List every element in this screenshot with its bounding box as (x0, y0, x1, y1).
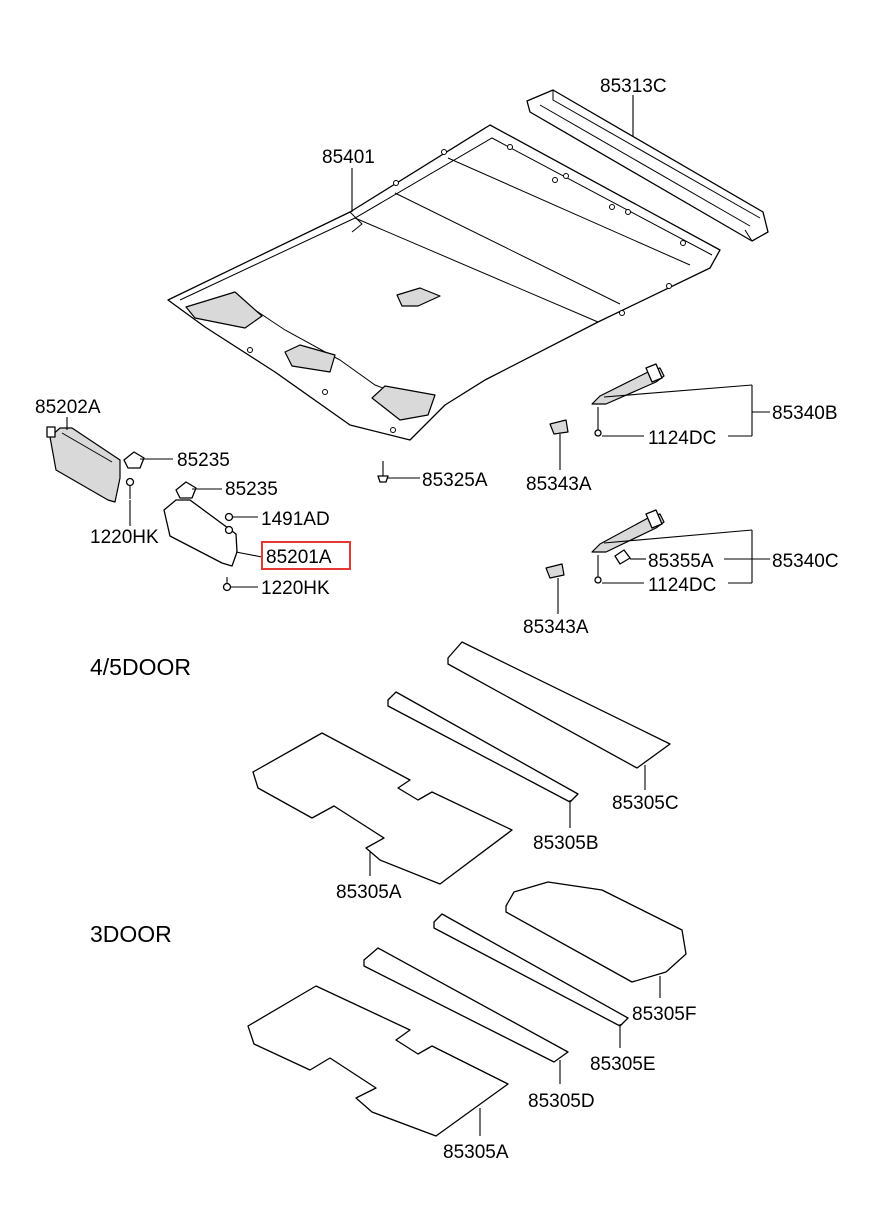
label-85305E[interactable]: 85305E (590, 1054, 656, 1075)
grab-handle-85340C[interactable] (591, 509, 665, 584)
label-85305A-3door[interactable]: 85305A (443, 1142, 509, 1163)
label-85305A-45door[interactable]: 85305A (336, 882, 402, 903)
label-1220HK-b[interactable]: 1220HK (261, 578, 330, 599)
label-85401[interactable]: 85401 (322, 147, 375, 168)
section-title-4-5door: 4/5DOOR (90, 654, 191, 680)
label-85340C[interactable]: 85340C (772, 551, 839, 572)
label-1491AD[interactable]: 1491AD (261, 509, 330, 530)
label-1220HK-a[interactable]: 1220HK (90, 527, 159, 548)
label-85343A-b[interactable]: 85343A (523, 617, 589, 638)
label-85305F[interactable]: 85305F (632, 1004, 696, 1025)
pad-85305B[interactable] (387, 691, 579, 803)
cap-85343A-b[interactable] (545, 563, 565, 579)
fastener-1491AD[interactable] (224, 512, 234, 522)
sunvisor-85201A[interactable] (163, 499, 238, 567)
label-85305C[interactable]: 85305C (612, 793, 679, 814)
label-85305B[interactable]: 85305B (533, 833, 599, 854)
label-1124DC-b[interactable]: 1124DC (648, 575, 716, 596)
screw-1220HK-a[interactable] (125, 477, 135, 500)
pad-85305A-3door[interactable] (247, 985, 509, 1137)
label-85202A[interactable]: 85202A (35, 397, 101, 418)
label-85343A-a[interactable]: 85343A (526, 474, 592, 495)
pad-85305C[interactable] (447, 641, 671, 769)
clip-85235-b[interactable] (175, 481, 197, 499)
pad-85305E[interactable] (433, 913, 629, 1027)
clip-85235-a[interactable] (123, 451, 145, 469)
headliner-85401[interactable] (167, 124, 721, 441)
label-85235-a[interactable]: 85235 (177, 450, 230, 471)
section-title-3door: 3DOOR (90, 921, 172, 947)
label-85305D[interactable]: 85305D (528, 1091, 595, 1112)
clip-85325A[interactable] (377, 461, 389, 483)
label-85340B[interactable]: 85340B (772, 403, 838, 424)
screw-1220HK-b[interactable] (222, 577, 232, 592)
roof-rail-85313C[interactable] (526, 89, 769, 242)
cap-85343A-a[interactable] (549, 419, 569, 435)
label-85355A[interactable]: 85355A (648, 551, 714, 572)
highlight-box-85201A (261, 541, 351, 570)
sunvisor-85202A[interactable] (46, 426, 121, 503)
pad-85305D[interactable] (363, 947, 569, 1063)
label-85325A[interactable]: 85325A (422, 470, 488, 491)
grab-handle-85340B[interactable] (591, 363, 665, 437)
label-85313C[interactable]: 85313C (600, 76, 667, 97)
pad-85305F[interactable] (505, 881, 687, 983)
label-85201A[interactable]: 85201A (266, 547, 332, 568)
pad-85305A-45door[interactable] (252, 732, 513, 885)
label-85235-b[interactable]: 85235 (225, 479, 278, 500)
label-1124DC-a[interactable]: 1124DC (648, 428, 716, 449)
